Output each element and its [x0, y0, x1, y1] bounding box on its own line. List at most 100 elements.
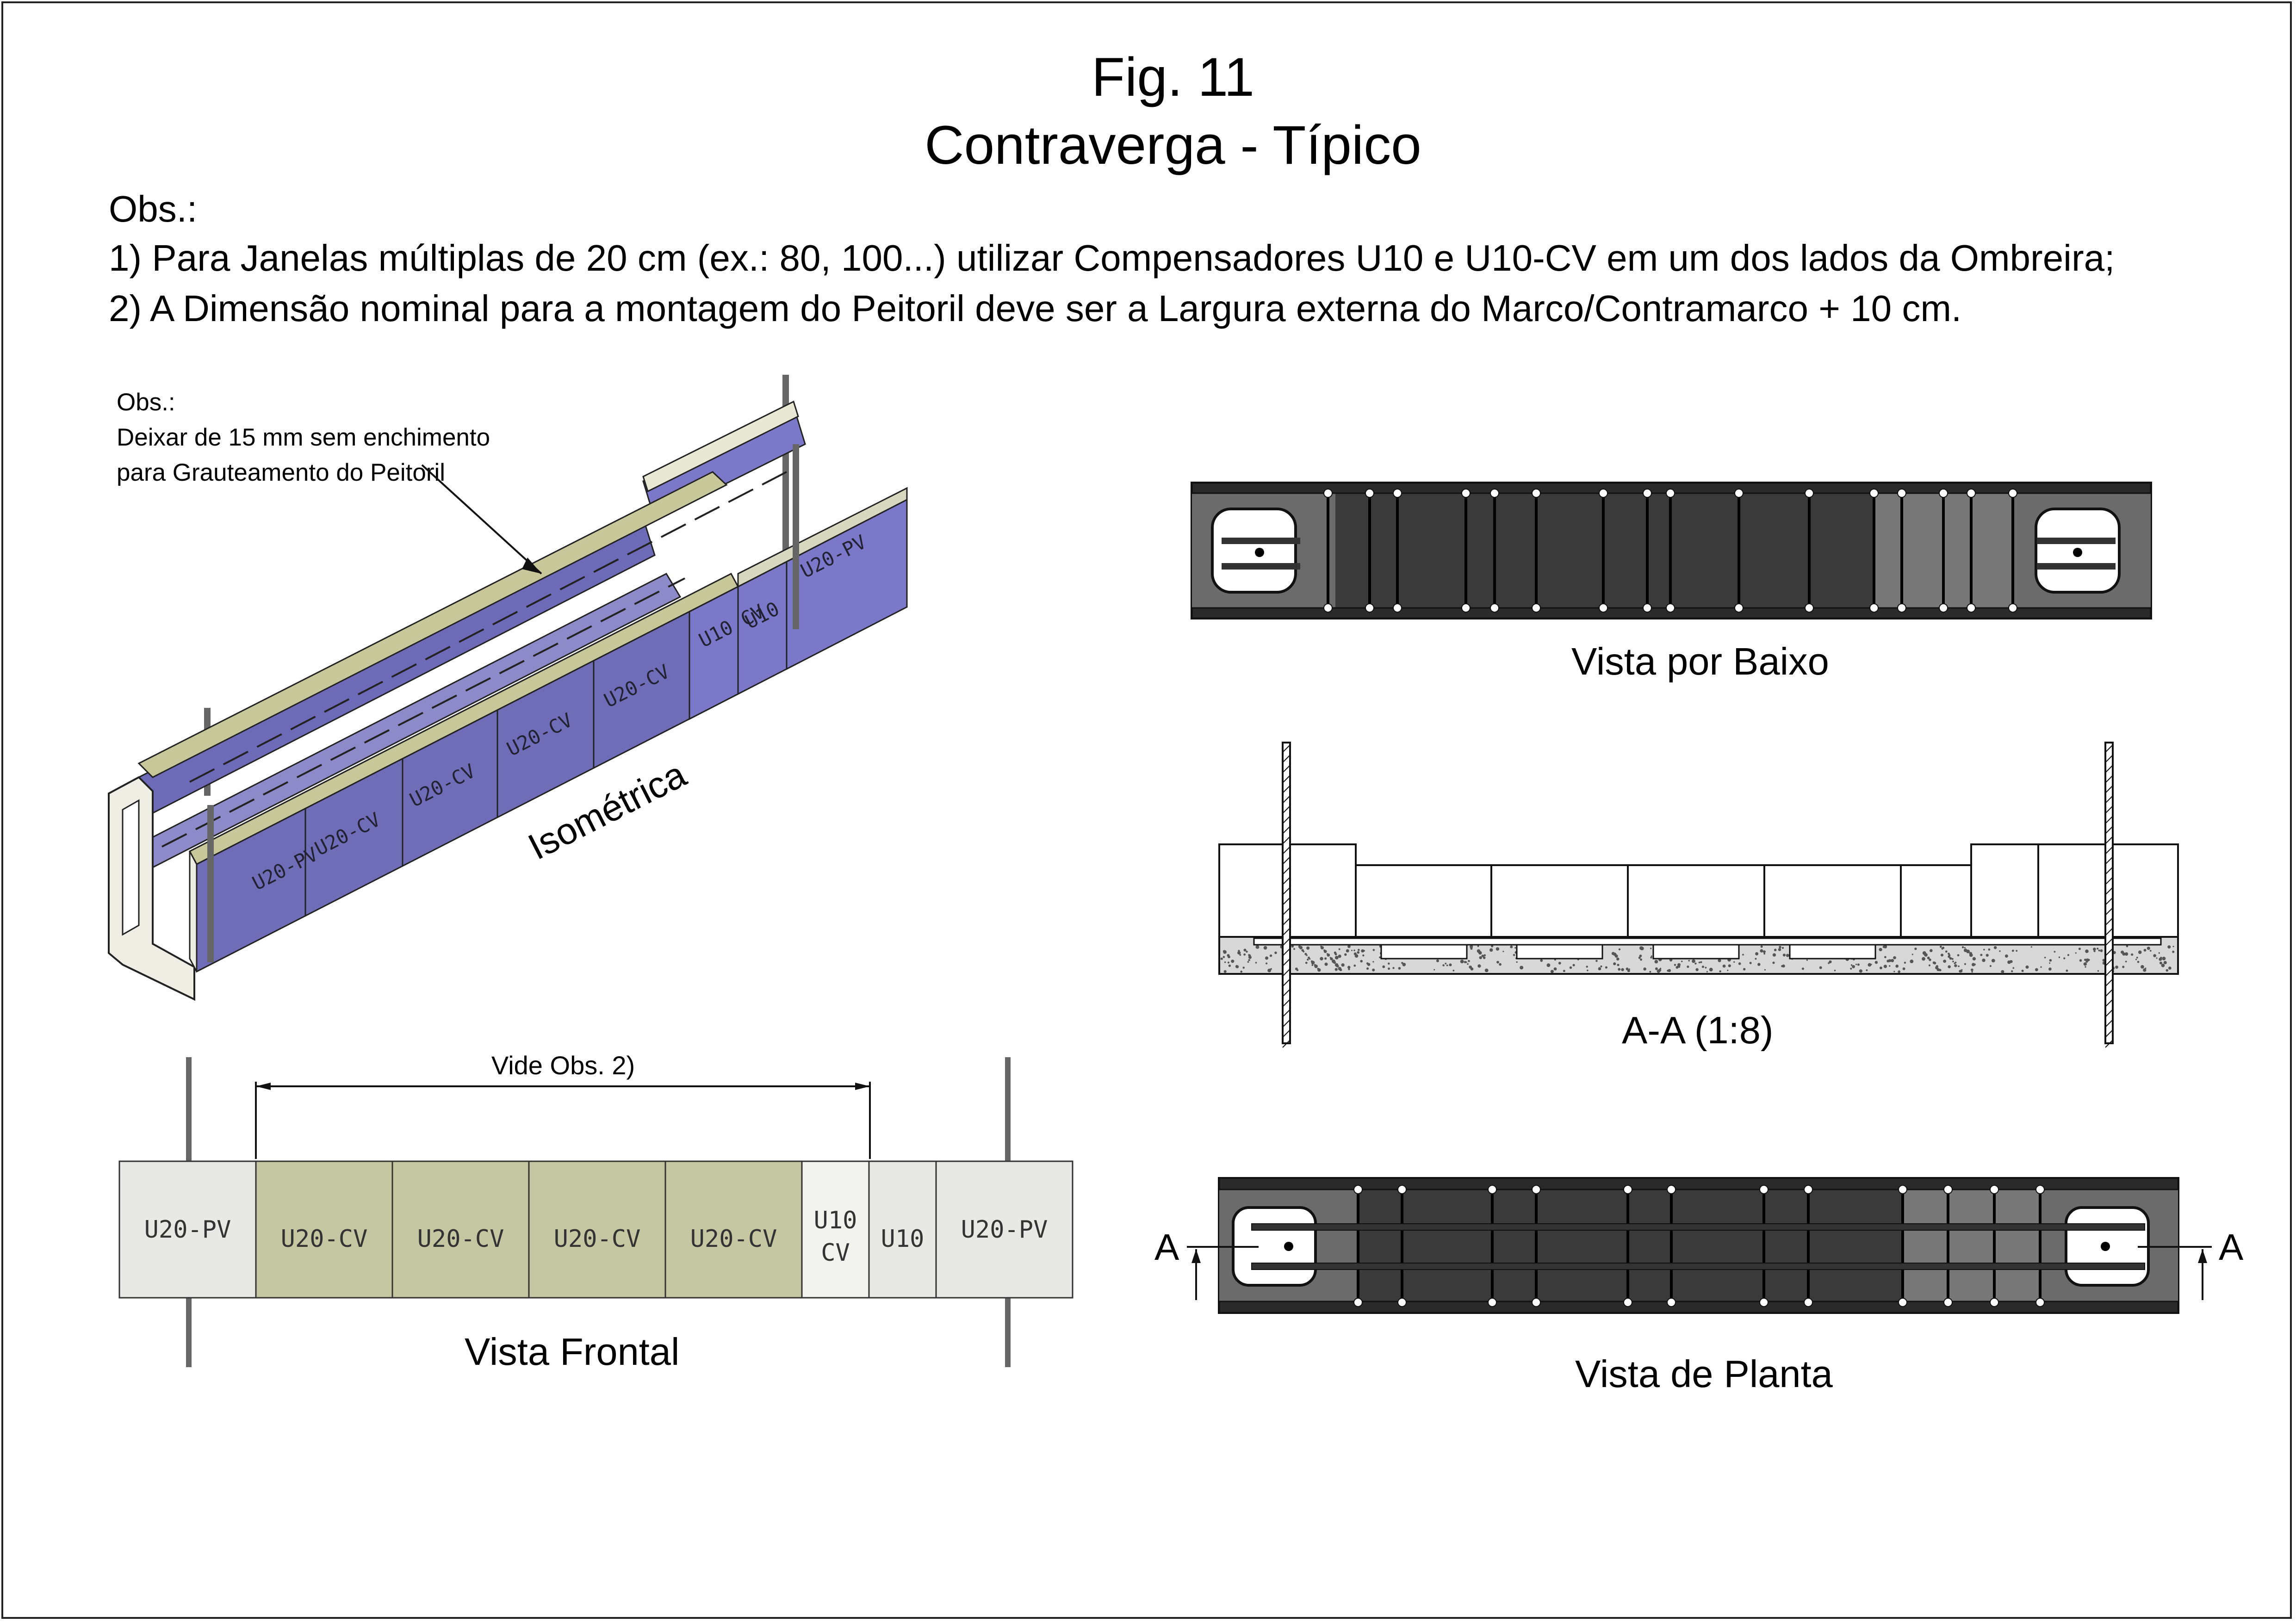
grout-speckle — [1695, 968, 1699, 971]
grout-speckle — [1782, 954, 1786, 957]
grout-speckle — [2131, 953, 2134, 956]
bottom-view-caption: Vista por Baixo — [1571, 640, 1829, 683]
grout-speckle — [1344, 953, 1347, 956]
rebar-dot — [2073, 548, 2082, 557]
grout-speckle — [1339, 968, 1342, 972]
grout-speckle — [1948, 965, 1951, 968]
front-block — [868, 1160, 937, 1299]
grout-speckle — [1274, 951, 1277, 954]
isometric-note: Obs.: Deixar de 15 mm sem enchimento par… — [117, 385, 490, 490]
grout-speckle — [2048, 967, 2052, 971]
rebar-hatch — [1282, 887, 1291, 895]
grout-speckle — [1687, 966, 1689, 968]
grout-speckle — [2147, 947, 2150, 950]
rebar-bottom-left — [1222, 538, 1300, 544]
grout-speckle — [1338, 948, 1340, 950]
grout-speckle — [1467, 963, 1469, 965]
rebar-hatch — [1282, 999, 1291, 1007]
grout-speckle — [1563, 970, 1565, 973]
grout-speckle — [1772, 961, 1775, 964]
rebar-hatch — [1282, 958, 1291, 966]
grout-speckle — [2049, 959, 2052, 962]
joint-dot — [1532, 1298, 1541, 1307]
grout-speckle — [1882, 945, 1886, 948]
grout-speckle — [2083, 962, 2087, 966]
grout-speckle — [1336, 965, 1339, 968]
grout-speckle — [1348, 968, 1350, 971]
joint-dot — [1488, 1298, 1497, 1307]
grout-speckle — [1546, 963, 1551, 967]
grout-speckle — [1774, 948, 1777, 952]
grout-speckle — [1738, 962, 1741, 965]
grout-speckle — [1719, 970, 1721, 973]
grout-speckle — [1379, 956, 1381, 959]
grout-speckle — [1940, 954, 1944, 957]
grout-speckle — [1242, 966, 1245, 969]
grout-speckle — [1305, 961, 1308, 964]
grout-speckle — [1360, 960, 1363, 963]
grout-speckle — [2007, 960, 2011, 964]
isometric-view: U20-PV U20-CV U20-CV U20-CV U20-CV U10 C… — [108, 375, 908, 1001]
back-top-cap — [642, 400, 799, 493]
grout-speckle — [1572, 964, 1575, 966]
rebar-hatch — [2105, 765, 2113, 773]
note-leader — [421, 464, 542, 575]
grout-speckle — [1351, 949, 1353, 951]
grout-speckle — [2138, 950, 2142, 954]
grout-speckle — [1971, 963, 1975, 966]
rebar-hatch — [2105, 958, 2113, 966]
grout-speckle — [1651, 955, 1652, 957]
front-block — [391, 1160, 530, 1299]
joint-dot — [1488, 1185, 1497, 1194]
front-block-label-line-2: CV — [821, 1239, 850, 1267]
grout-speckle — [1291, 945, 1294, 948]
grout-speckle — [1303, 950, 1305, 953]
grout-speckle — [1483, 956, 1486, 959]
grout-speckle — [1763, 953, 1766, 955]
grout-speckle — [1692, 959, 1695, 963]
rebar-hatch — [2105, 928, 2113, 936]
rebar-hatch — [2105, 846, 2113, 855]
grout-speckle — [1639, 954, 1642, 957]
grout-speckle — [1628, 968, 1630, 970]
grout-speckle — [1971, 971, 1973, 973]
grout-speckle — [1706, 971, 1708, 973]
joint-dot — [1667, 1185, 1676, 1194]
rebar-hatch — [2105, 805, 2113, 814]
grout-speckle — [1516, 961, 1518, 963]
section-mark-left: A — [1154, 1227, 1179, 1268]
grout-speckle — [1701, 966, 1704, 968]
joint-dot — [1990, 1185, 1999, 1194]
grout-speckle — [2078, 948, 2081, 950]
grout-speckle — [1231, 960, 1235, 963]
plan-rebar-top — [1251, 1223, 2145, 1231]
block-recess — [1652, 944, 1740, 960]
grout-speckle — [1309, 958, 1311, 960]
front-block-label: U20-CV — [281, 1225, 368, 1253]
grout-speckle — [1954, 962, 1956, 964]
grout-speckle — [1311, 964, 1314, 966]
front-block-label: U20-PV — [961, 1216, 1048, 1244]
dimension-arrow-left — [256, 1083, 271, 1090]
section-view — [1218, 742, 2179, 1048]
grout-speckle — [1247, 961, 1249, 963]
grout-speckle — [1772, 953, 1776, 957]
grout-speckle — [1763, 950, 1766, 954]
grout-speckle — [1988, 948, 1991, 951]
grout-speckle — [2001, 970, 2004, 973]
grout-speckle — [1927, 956, 1930, 960]
grout-speckle — [2137, 960, 2140, 963]
grout-speckle — [1372, 968, 1375, 972]
grout-speckle — [1755, 952, 1759, 956]
section-arrow-left — [1191, 1249, 1201, 1263]
grout-speckle — [1757, 963, 1761, 966]
rebar-hatch — [1282, 856, 1291, 865]
grout-speckle — [1698, 961, 1700, 964]
rebar-hatch — [2105, 826, 2113, 834]
figure-subtitle: Contraverga - Típico — [925, 115, 1421, 176]
grout-speckle — [2049, 962, 2051, 964]
grout-speckle — [1874, 961, 1878, 964]
grout-speckle — [1643, 967, 1646, 971]
rebar-dot — [2101, 1242, 2110, 1251]
